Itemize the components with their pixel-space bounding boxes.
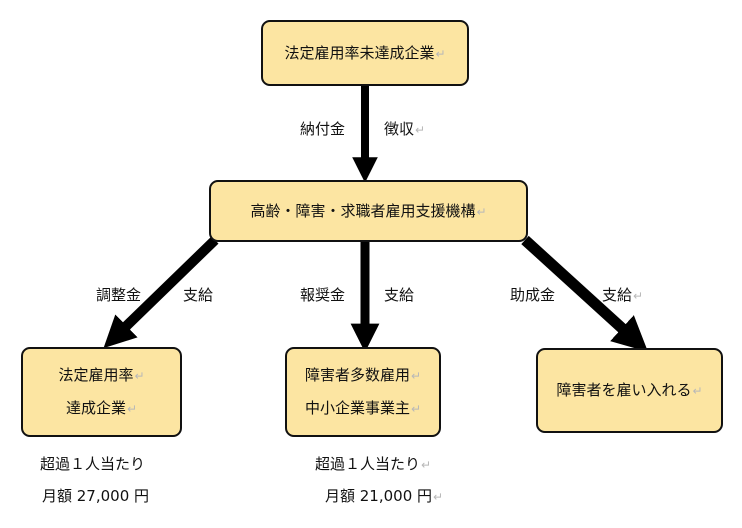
node-center-line1: 障害者多数雇用	[304, 366, 410, 384]
node-center-line2: 中小企業事業主	[304, 399, 410, 417]
return-mark: ↵	[410, 369, 422, 383]
return-mark: ↵	[476, 204, 487, 219]
note-left-per-person: 超過１人当たり	[40, 455, 146, 473]
note-center-amount: 月額 21,000 円↵	[325, 487, 444, 505]
label-subsidy: 助成金	[510, 286, 556, 304]
arrow-middle-to-left	[103, 236, 219, 349]
node-right-label: 障害者を雇い入れる	[556, 381, 692, 399]
return-mark: ↵	[134, 369, 145, 383]
label-adjustment-grant: 調整金	[96, 286, 142, 304]
label-levy: 納付金	[300, 120, 346, 138]
node-compliant-company: 法定雇用率↵ 達成企業↵	[21, 347, 182, 437]
note-left-amount: 月額 27,000 円	[42, 487, 150, 505]
return-mark: ↵	[692, 384, 703, 398]
label-collection: 徴収↵	[384, 120, 426, 138]
label-center-payment: 支給	[384, 286, 415, 304]
node-hiring-disabled-persons: 障害者を雇い入れる↵	[536, 348, 723, 433]
label-left-payment: 支給	[183, 286, 214, 304]
node-left-line1: 法定雇用率	[58, 366, 134, 384]
node-left-line2: 達成企業	[65, 399, 126, 417]
return-mark: ↵	[126, 402, 138, 416]
arrow-middle-to-right	[521, 235, 649, 352]
node-small-business-employer: 障害者多数雇用↵ 中小企業事業主↵	[285, 347, 441, 437]
return-mark: ↵	[410, 402, 422, 416]
node-employment-support-agency: 高齢・障害・求職者雇用支援機構↵	[209, 180, 528, 242]
node-middle-label: 高齢・障害・求職者雇用支援機構	[250, 201, 476, 220]
node-noncompliant-company: 法定雇用率未達成企業↵	[261, 20, 469, 86]
note-center-per-person: 超過１人当たり↵	[315, 455, 432, 473]
return-mark: ↵	[435, 46, 446, 61]
label-reward-grant: 報奨金	[300, 286, 346, 304]
node-top-label: 法定雇用率未達成企業	[284, 43, 435, 62]
label-right-payment: 支給↵	[602, 286, 644, 304]
